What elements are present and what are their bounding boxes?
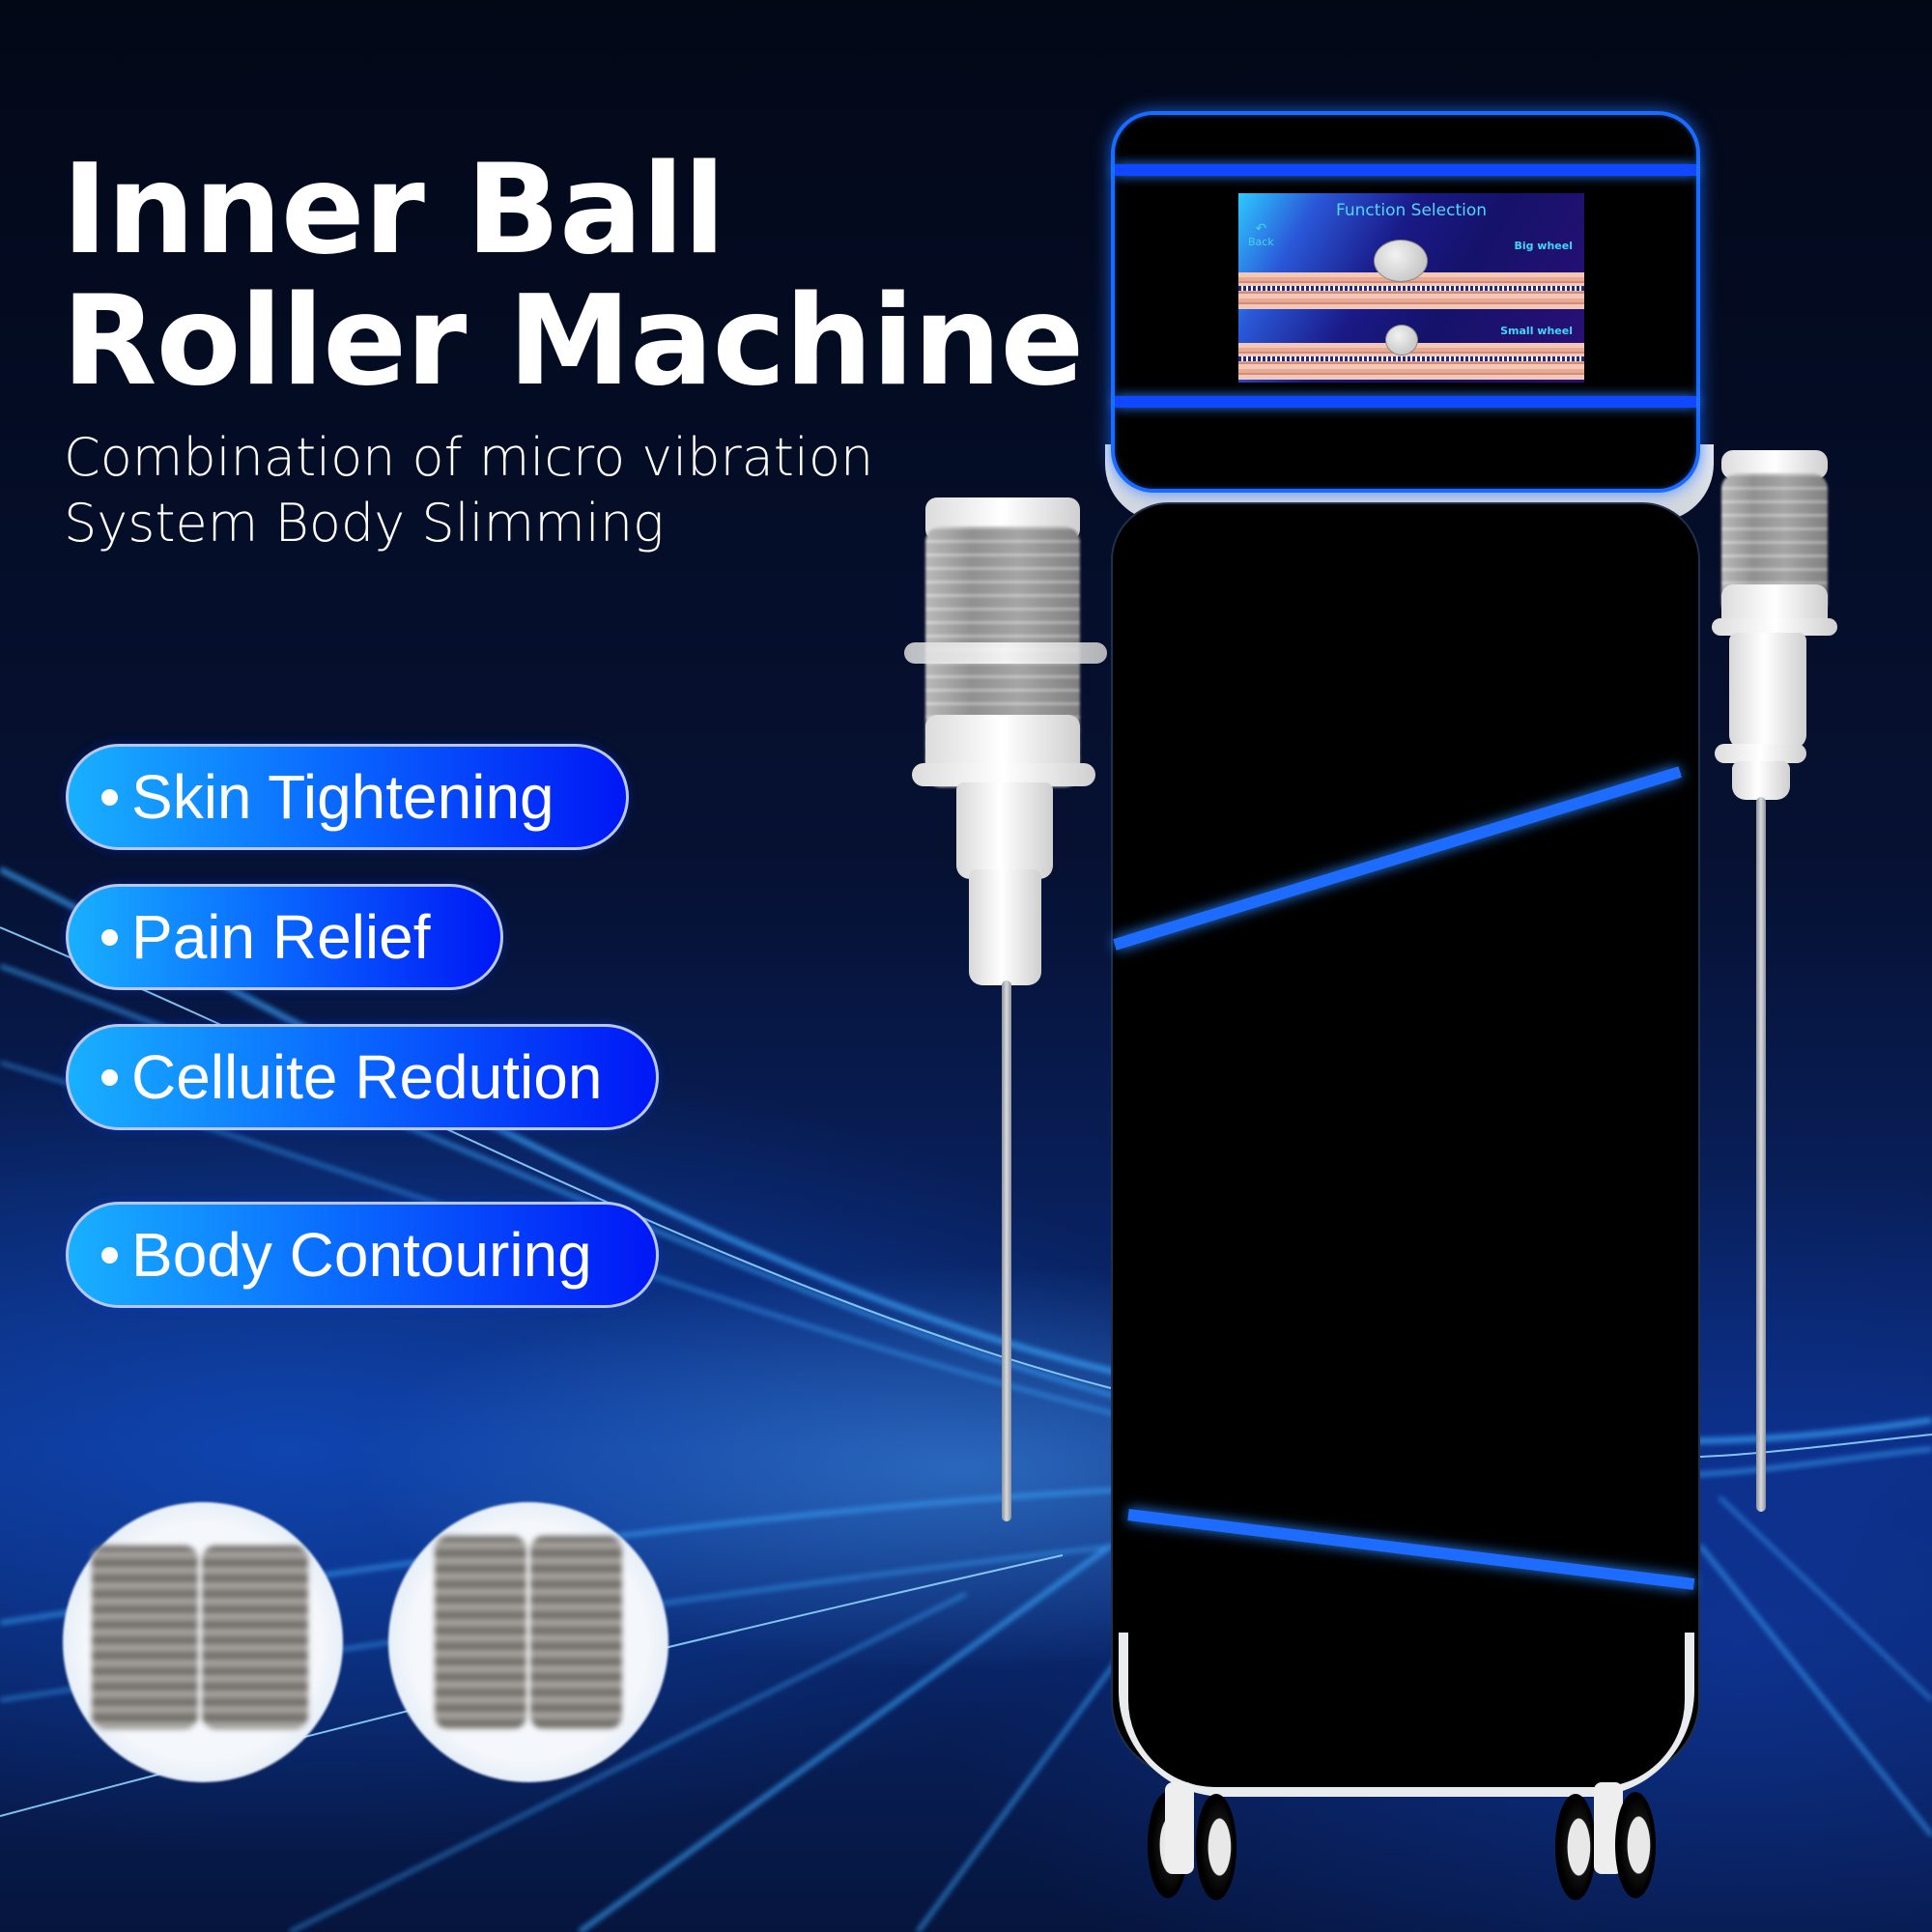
- feature-badge-cellulite-reduction: Celluite Redution: [66, 1024, 659, 1130]
- large-roller-pair-icon: [92, 1546, 308, 1729]
- subtitle-line-1: Combination of micro vibration: [64, 427, 874, 488]
- feature-badge-skin-tightening: Skin Tightening: [66, 744, 629, 850]
- product-subtitle: Combination of micro vibration System Bo…: [64, 425, 873, 556]
- bullet-dot-icon: [101, 788, 118, 806]
- feature-label: Celluite Redution: [131, 1042, 603, 1112]
- bullet-dot-icon: [101, 1068, 118, 1086]
- big-wheel-icon: [1374, 240, 1428, 282]
- option-small-wheel[interactable]: Small wheel: [1500, 325, 1573, 337]
- feature-badge-body-contouring: Body Contouring: [66, 1202, 659, 1308]
- feature-label: Skin Tightening: [131, 762, 554, 832]
- option-big-wheel[interactable]: Big wheel: [1514, 240, 1573, 252]
- feature-label: Body Contouring: [131, 1220, 592, 1290]
- subtitle-line-2: System Body Slimming: [64, 493, 665, 554]
- back-label: Back: [1248, 236, 1274, 248]
- device-touchscreen[interactable]: Function Selection ↶ Back Big wheel Smal…: [1238, 193, 1584, 383]
- small-roller-pair-icon: [435, 1536, 622, 1729]
- bullet-dot-icon: [101, 1246, 118, 1264]
- led-light-band: [1115, 164, 1696, 176]
- bullet-dot-icon: [101, 928, 118, 946]
- feature-badge-pain-relief: Pain Relief: [66, 884, 503, 990]
- undo-arrow-icon: ↶: [1255, 221, 1267, 237]
- back-button[interactable]: ↶ Back: [1248, 222, 1274, 248]
- title-line-1: Inner Ball: [62, 138, 725, 282]
- small-wheel-icon: [1385, 325, 1418, 355]
- body-base-inner: [1128, 1613, 1685, 1787]
- device-body-panel: [1111, 502, 1700, 1777]
- product-title: Inner Ball Roller Machine: [62, 138, 1084, 413]
- title-line-2: Roller Machine: [62, 270, 1084, 413]
- feature-label: Pain Relief: [131, 902, 431, 972]
- screen-title: Function Selection: [1335, 201, 1488, 220]
- led-light-band: [1115, 396, 1696, 408]
